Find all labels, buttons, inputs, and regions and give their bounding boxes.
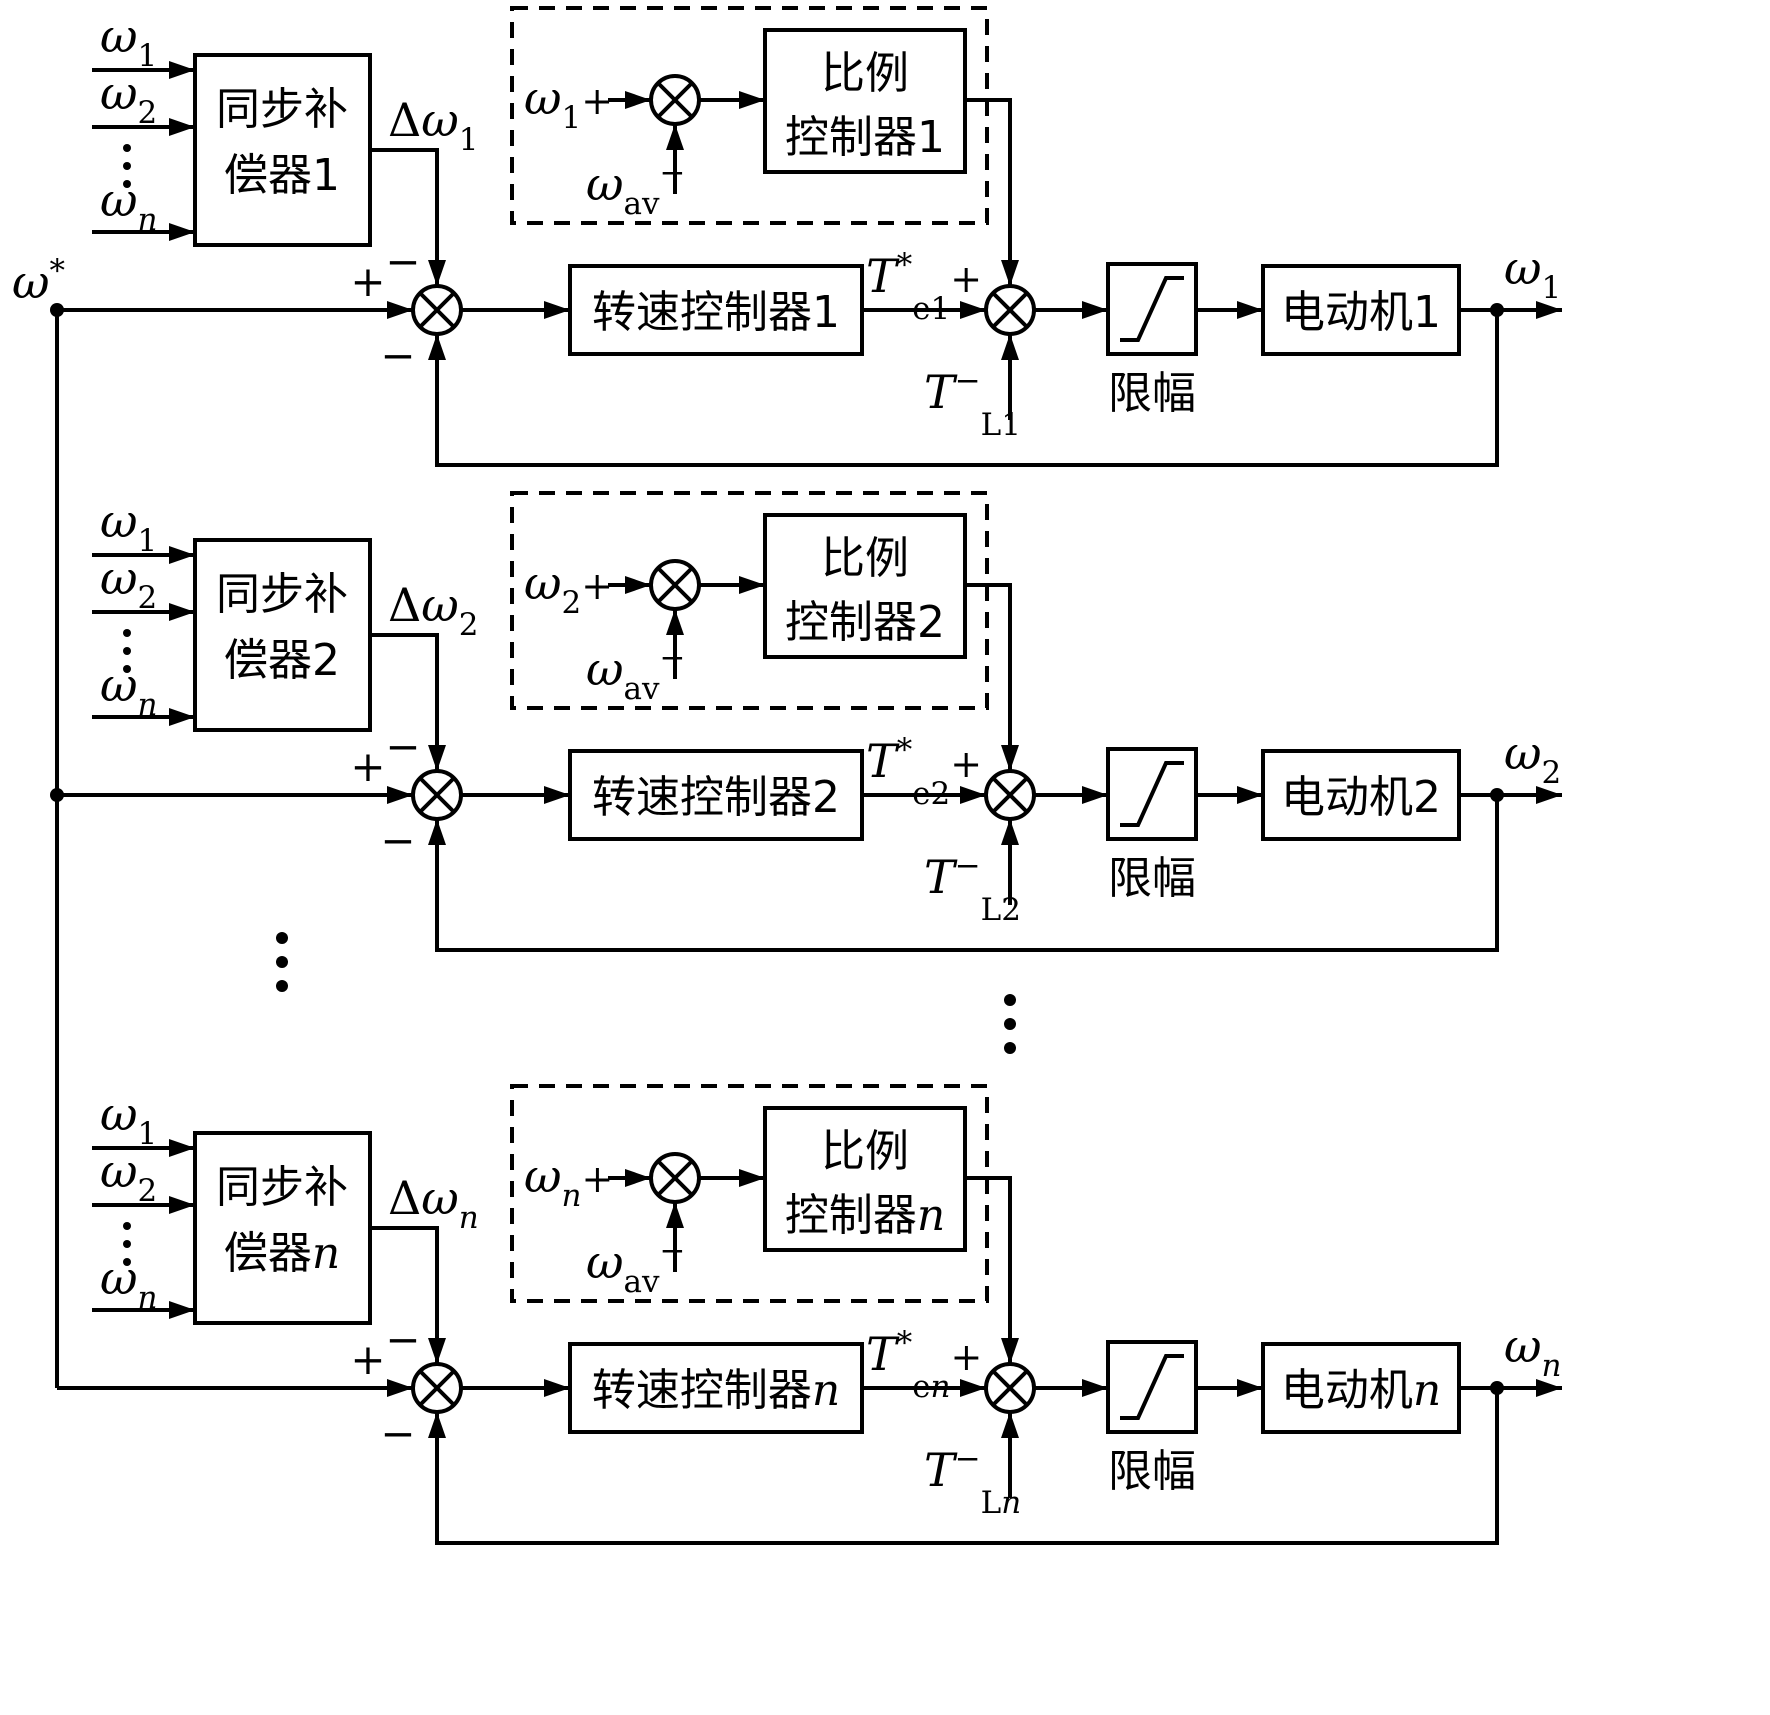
- speed-controller-label: 转速控制器2: [592, 772, 840, 823]
- delta-omega-wire: [370, 1226, 446, 1364]
- prop-controller-label-line2: 控制器n: [785, 1190, 945, 1241]
- load-torque-label: T−L1: [924, 363, 1021, 443]
- prop-controller-label-line1: 比例: [821, 533, 909, 584]
- input-omega1-label: ω1: [100, 1087, 157, 1152]
- saturation-icon: [1120, 761, 1184, 827]
- prop-sum-junction: [649, 1152, 701, 1204]
- delta-omega-label: Δωn: [388, 1171, 479, 1236]
- saturation-icon: [1120, 1354, 1184, 1420]
- prop-controller-label-line2: 控制器1: [785, 112, 945, 163]
- plus-sign: +: [350, 1335, 385, 1384]
- speed-controller-box: [568, 1342, 864, 1434]
- load-torque-label: T−Ln: [924, 1441, 1021, 1521]
- between-channels-ellipsis-left: [276, 932, 288, 992]
- avg-speed-label: ωav−: [586, 640, 686, 707]
- input-ellipsis: [123, 1222, 131, 1266]
- torque-sum-junction: [984, 1362, 1036, 1414]
- motor-label: 电动机n: [1281, 1365, 1441, 1416]
- prop-controller-label-line1: 比例: [821, 1126, 909, 1177]
- plus-sign: +: [350, 257, 385, 306]
- sync-compensator-box: [193, 53, 372, 247]
- plus-sign: +: [350, 742, 385, 791]
- minus-sign: −: [380, 331, 415, 380]
- sync-compensator-label-line2: 偿器n: [224, 1228, 340, 1279]
- speed-sum-junction: [411, 284, 463, 336]
- input-ellipsis: [123, 629, 131, 673]
- sync-compensator-label-line1: 同步补: [216, 569, 348, 620]
- channel-2: ω1 ω2 ωn 同步补 偿器2 Δω2 + − − 转速控制器2 T*e2+ …: [57, 491, 1562, 952]
- input-omega2-label: ω2: [100, 66, 157, 131]
- torque-sum-junction: [984, 769, 1036, 821]
- prop-input-label: ω1+: [524, 71, 613, 136]
- avg-speed-label: ωav−: [586, 155, 686, 222]
- prop-controller-box: [763, 28, 967, 174]
- prop-controller-box: [763, 513, 967, 659]
- prop-controller-label-line1: 比例: [821, 48, 909, 99]
- speed-controller-label: 转速控制器n: [592, 1365, 840, 1416]
- channel-n: ω1 ω2 ωn 同步补 偿器n Δωn + − − 转速控制器n T*en+ …: [57, 1084, 1562, 1545]
- sync-compensator-label-line1: 同步补: [216, 84, 348, 135]
- sync-compensator-label-line1: 同步补: [216, 1162, 348, 1213]
- prop-output-wire: [965, 98, 1019, 286]
- input-omegan-label: ωn: [100, 1251, 157, 1316]
- output-speed-label: ω1: [1504, 241, 1561, 306]
- output-speed-label: ω2: [1504, 726, 1561, 791]
- torque-ref-label: T*en+: [866, 1325, 982, 1405]
- sync-compensator-label-line2: 偿器1: [224, 150, 340, 201]
- sync-compensator-box: [193, 538, 372, 732]
- prop-output-wire: [965, 583, 1019, 771]
- speed-sum-junction: [411, 1362, 463, 1414]
- feedback-wire: [428, 310, 1499, 467]
- limiter-label: 限幅: [1108, 853, 1196, 904]
- motor-box: [1261, 1342, 1461, 1434]
- limiter-label: 限幅: [1108, 368, 1196, 419]
- sync-compensator-label-line2: 偿器2: [224, 635, 340, 686]
- prop-sum-junction: [649, 559, 701, 611]
- between-channels-ellipsis-right: [1004, 994, 1016, 1054]
- delta-omega-label: Δω2: [388, 578, 478, 643]
- delta-omega-wire: [370, 148, 446, 286]
- input-omegan-label: ωn: [100, 658, 157, 723]
- input-omega2-label: ω2: [100, 551, 157, 616]
- motor-box: [1261, 264, 1461, 356]
- speed-controller-box: [568, 264, 864, 356]
- feedback-wire: [428, 795, 1499, 952]
- motor-label: 电动机1: [1281, 287, 1441, 338]
- minus-sign: −: [380, 816, 415, 865]
- minus-sign: −: [380, 1409, 415, 1458]
- input-ellipsis: [123, 144, 131, 188]
- speed-sum-junction: [411, 769, 463, 821]
- prop-controller-box: [763, 1106, 967, 1252]
- input-omega2-label: ω2: [100, 1144, 157, 1209]
- limiter-label: 限幅: [1108, 1446, 1196, 1497]
- minus-sign: −: [385, 237, 420, 286]
- prop-input-label: ωn+: [524, 1149, 613, 1214]
- input-omegan-label: ωn: [100, 173, 157, 238]
- input-omega1-label: ω1: [100, 494, 157, 559]
- prop-output-wire: [965, 1176, 1019, 1364]
- torque-ref-label: T*e1+: [866, 247, 982, 327]
- omega-ref-label: ω*: [12, 253, 65, 309]
- output-speed-label: ωn: [1504, 1319, 1561, 1384]
- torque-sum-junction: [984, 284, 1036, 336]
- prop-sum-junction: [649, 74, 701, 126]
- avg-speed-label: ωav−: [586, 1233, 686, 1300]
- delta-omega-wire: [370, 633, 446, 771]
- load-torque-label: T−L2: [924, 848, 1021, 928]
- delta-omega-label: Δω1: [388, 93, 478, 158]
- speed-controller-label: 转速控制器1: [592, 287, 840, 338]
- input-omega1-label: ω1: [100, 9, 157, 74]
- channel-1: ω1 ω2 ωn 同步补 偿器1 Δω1 + − − 转速控制器1 T*e1+ …: [57, 6, 1562, 467]
- feedback-wire: [428, 1388, 1499, 1545]
- torque-ref-label: T*e2+: [866, 732, 982, 812]
- prop-controller-label-line2: 控制器2: [785, 597, 945, 648]
- minus-sign: −: [385, 722, 420, 771]
- saturation-icon: [1120, 276, 1184, 342]
- minus-sign: −: [385, 1315, 420, 1364]
- prop-input-label: ω2+: [524, 556, 613, 621]
- motor-label: 电动机2: [1281, 772, 1441, 823]
